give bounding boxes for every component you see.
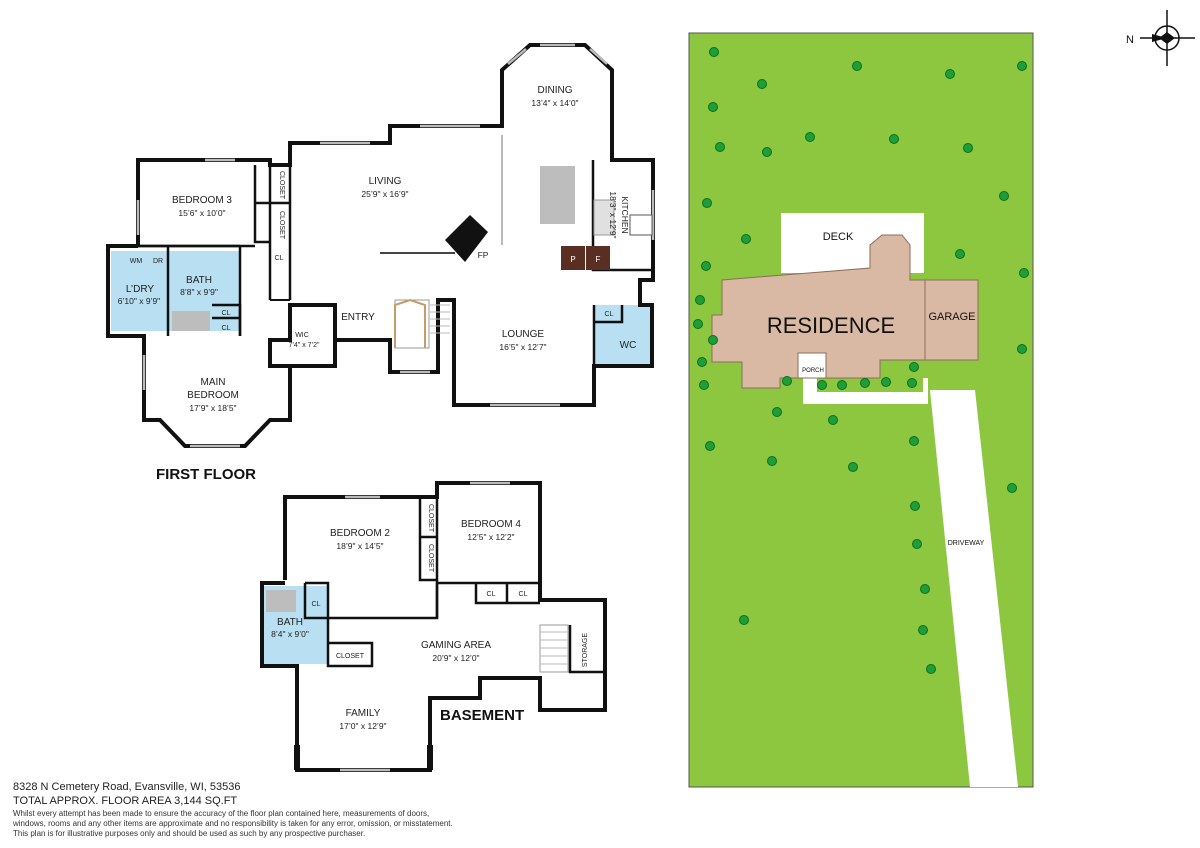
bedroom2-dim: 18’9" x 14’5": [336, 541, 383, 551]
porch: [797, 352, 827, 379]
cl-walls: [212, 303, 242, 336]
wc-label: WC: [620, 340, 637, 351]
pantry-block: [561, 246, 585, 270]
bedroom4-dim: 12’5" x 12’2": [467, 532, 514, 542]
basement-bath-label: BATH: [277, 617, 303, 628]
driveway: [930, 390, 1018, 787]
pantry-label: P: [570, 255, 575, 264]
dining-label: DINING: [538, 85, 573, 96]
disclaimer-line-3: This plan is for illustrative purposes o…: [13, 829, 366, 838]
cl-label-2: CL: [487, 591, 496, 598]
fireplace: [445, 215, 488, 262]
bath-cl-wall: [303, 583, 328, 620]
fridge-label: F: [596, 255, 601, 264]
trees: [693, 47, 1029, 674]
closet-label-1: CLOSET: [278, 171, 285, 200]
kitchen-label: KITCHEN: [620, 196, 630, 233]
washer-label: WM: [130, 258, 143, 265]
bedroom4-label: BEDROOM 4: [461, 519, 521, 530]
wic-dim: 7’4" x 7’2": [288, 342, 320, 349]
deck-label: DECK: [823, 231, 854, 243]
main-bedroom-dim: 17’9" x 18’5": [189, 403, 236, 413]
entry-label: ENTRY: [341, 312, 375, 323]
laundry-label: L’DRY: [126, 284, 154, 295]
basement-title: BASEMENT: [440, 707, 524, 724]
family-label: FAMILY: [346, 708, 381, 719]
living-label: LIVING: [369, 176, 402, 187]
driveway-label: DRIVEWAY: [948, 540, 985, 547]
fridge-block: [586, 246, 610, 270]
closet-label-2: CLOSET: [278, 211, 285, 240]
disclaimer-line-2: windows, rooms and any other items are a…: [13, 819, 453, 828]
laundry-dim: 6’10" x 9’9": [118, 296, 160, 306]
kitchen-counter: [593, 199, 615, 236]
storage-label: STORAGE: [582, 633, 589, 667]
living-dim: 25’9" x 16’9": [361, 189, 408, 199]
first-floor-stairs: [394, 298, 450, 349]
first-floor-title: FIRST FLOOR: [156, 466, 256, 483]
main-bedroom-label-1: MAIN: [201, 377, 226, 388]
bedroom3-dim: 15’6" x 10’0": [178, 208, 225, 218]
first-floor-west-wall: [106, 244, 337, 448]
cl-label-3: CL: [519, 591, 528, 598]
family-dim: 17’0" x 12’9": [339, 721, 386, 731]
storage-wall: [568, 625, 605, 674]
north-label: N: [1126, 34, 1134, 46]
dryer-label: DR: [153, 258, 163, 265]
main-bedroom-label-2: BEDROOM: [187, 390, 239, 401]
kitchen-island: [540, 166, 575, 224]
north-compass-icon: [1140, 10, 1195, 66]
first-floor-plan: DINING 13’4" x 14’0" LIVING 25’9" x 16’9…: [106, 43, 655, 483]
lounge-cl-wall: [594, 305, 624, 324]
wic-label: WIC: [295, 332, 309, 339]
residence-label: RESIDENCE: [767, 313, 895, 338]
basement-stairs: [539, 624, 569, 673]
bath-dim: 8’8" x 9’9": [180, 287, 218, 297]
basement-bath-dim: 8’4" x 9’0": [271, 629, 309, 639]
kitchen-dim: 18’3" x 12’9": [608, 191, 618, 238]
bedroom4-cl-wall: [474, 583, 540, 605]
cl-label-1: CL: [312, 601, 321, 608]
window: [589, 48, 608, 65]
bedroom3-label: BEDROOM 3: [172, 195, 232, 206]
window: [507, 48, 527, 65]
garage-label: GARAGE: [928, 311, 975, 323]
gaming-dim: 20’9" x 12’0": [432, 653, 479, 663]
bath-walls: [326, 618, 374, 668]
bedroom2-label: BEDROOM 2: [330, 528, 390, 539]
kitchen-stove: [629, 214, 653, 236]
basement-plan: BEDROOM 2 18’9" x 14’5" BEDROOM 4 12’5" …: [260, 481, 607, 772]
basement-outer-wall: [260, 481, 607, 772]
fireplace-label: FP: [478, 250, 489, 260]
closet-label-3: CLOSET: [336, 653, 365, 660]
laundry-room-fill: [111, 251, 167, 331]
closet-label-1: CLOSET: [427, 504, 434, 533]
closet-front-wall: [253, 165, 270, 244]
first-floor-outer-wall: [136, 43, 655, 407]
bath-shower: [172, 311, 210, 331]
cl-label-1: CL: [275, 255, 284, 262]
bath-label: BATH: [186, 275, 212, 286]
disclaimer-line-1: Whilst every attempt has been made to en…: [13, 809, 430, 818]
site-plan: RESIDENCE GARAGE DECK PORCH DRIVEWAY: [688, 10, 1195, 788]
closet-wall: [418, 497, 437, 582]
garage-footprint: [924, 279, 979, 361]
gaming-label: GAMING AREA: [421, 640, 491, 651]
closet-label-2: CLOSET: [427, 544, 434, 573]
cl-label-4: CL: [605, 311, 614, 318]
cl-label-3: CL: [222, 325, 231, 332]
property-address: 8328 N Cemetery Road, Evansville, WI, 53…: [13, 781, 241, 793]
basement-tub: [266, 590, 296, 612]
cl-label-2: CL: [222, 310, 231, 317]
lounge-dim: 16’5" x 12’7": [499, 342, 546, 352]
total-floor-area: TOTAL APPROX. FLOOR AREA 3,144 SQ.FT: [13, 795, 238, 807]
lounge-label: LOUNGE: [502, 329, 545, 340]
porch-label: PORCH: [802, 368, 824, 374]
dining-dim: 13’4" x 14’0": [531, 98, 578, 108]
